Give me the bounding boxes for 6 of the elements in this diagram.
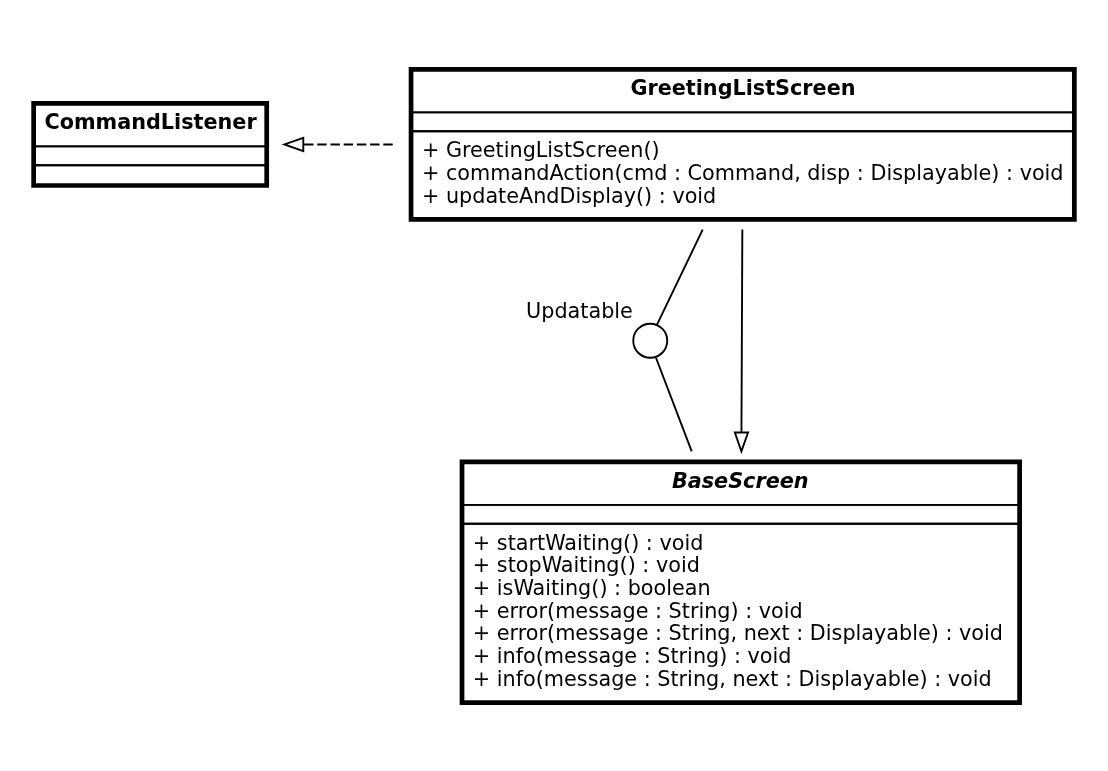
node-label: Updatable xyxy=(526,298,633,323)
connector xyxy=(656,228,704,326)
arrow xyxy=(733,228,750,454)
connector xyxy=(654,356,693,452)
arrow xyxy=(281,136,394,152)
node-circle xyxy=(632,322,669,359)
